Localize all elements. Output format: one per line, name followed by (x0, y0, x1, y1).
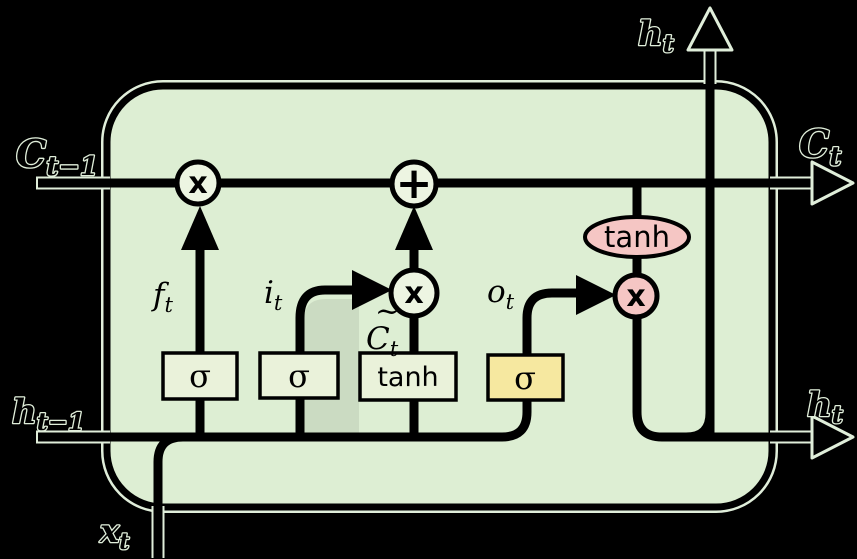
output-gate-symbol: σ (514, 359, 536, 397)
candidate-arrowhead (395, 206, 433, 250)
input-gate-label: it (264, 275, 283, 315)
input-gate-box (258, 351, 340, 400)
state-to-output-line (632, 183, 813, 442)
candidate-tanh-label: tanh (377, 362, 438, 393)
candidate-multiply-circle (388, 267, 440, 319)
state-tanh-label: tanh (604, 220, 670, 254)
forget-gate-box (161, 351, 239, 401)
input-gate-arrowhead (352, 270, 392, 310)
hidden-out-fillet (685, 412, 715, 442)
output-gate-box (486, 353, 565, 402)
cell-state-out-label: Ct (799, 121, 841, 172)
hidden-out-right-label: ht (807, 385, 843, 429)
hidden-out-top-label: ht (638, 14, 674, 58)
candidate-tanh-box (358, 351, 458, 402)
state-add-symbol: + (396, 158, 433, 209)
cell-body (103, 82, 776, 511)
hidden-out-right-arrowhead (810, 414, 855, 460)
input-xt-label: xt (99, 512, 129, 555)
state-add-circle (389, 159, 439, 209)
input-gate-symbol: σ (288, 357, 310, 395)
state-tanh-oval (583, 215, 691, 259)
forget-multiply-symbol: x (188, 166, 207, 201)
hidden-out-top-arrowhead (686, 6, 734, 52)
output-gate-label: ot (487, 274, 515, 314)
cell-state-out-arrowhead (810, 160, 855, 206)
output-multiply-circle (612, 272, 660, 320)
cell-state-in-label: Ct−1 (16, 131, 98, 182)
forget-arrowhead (181, 206, 219, 250)
hidden-in-label: ht−1 (12, 392, 85, 436)
forget-multiply-circle (174, 159, 222, 207)
forget-gate-symbol: σ (189, 357, 211, 395)
candidate-label-tilde: ~ (375, 294, 400, 329)
input-xt-line (153, 432, 184, 558)
output-gate-arrowhead (576, 275, 616, 315)
output-multiply-symbol: x (626, 279, 645, 314)
input-gate-branch-line (295, 285, 354, 437)
candidate-label: Ct (366, 321, 399, 361)
candidate-multiply-symbol: x (404, 276, 423, 311)
